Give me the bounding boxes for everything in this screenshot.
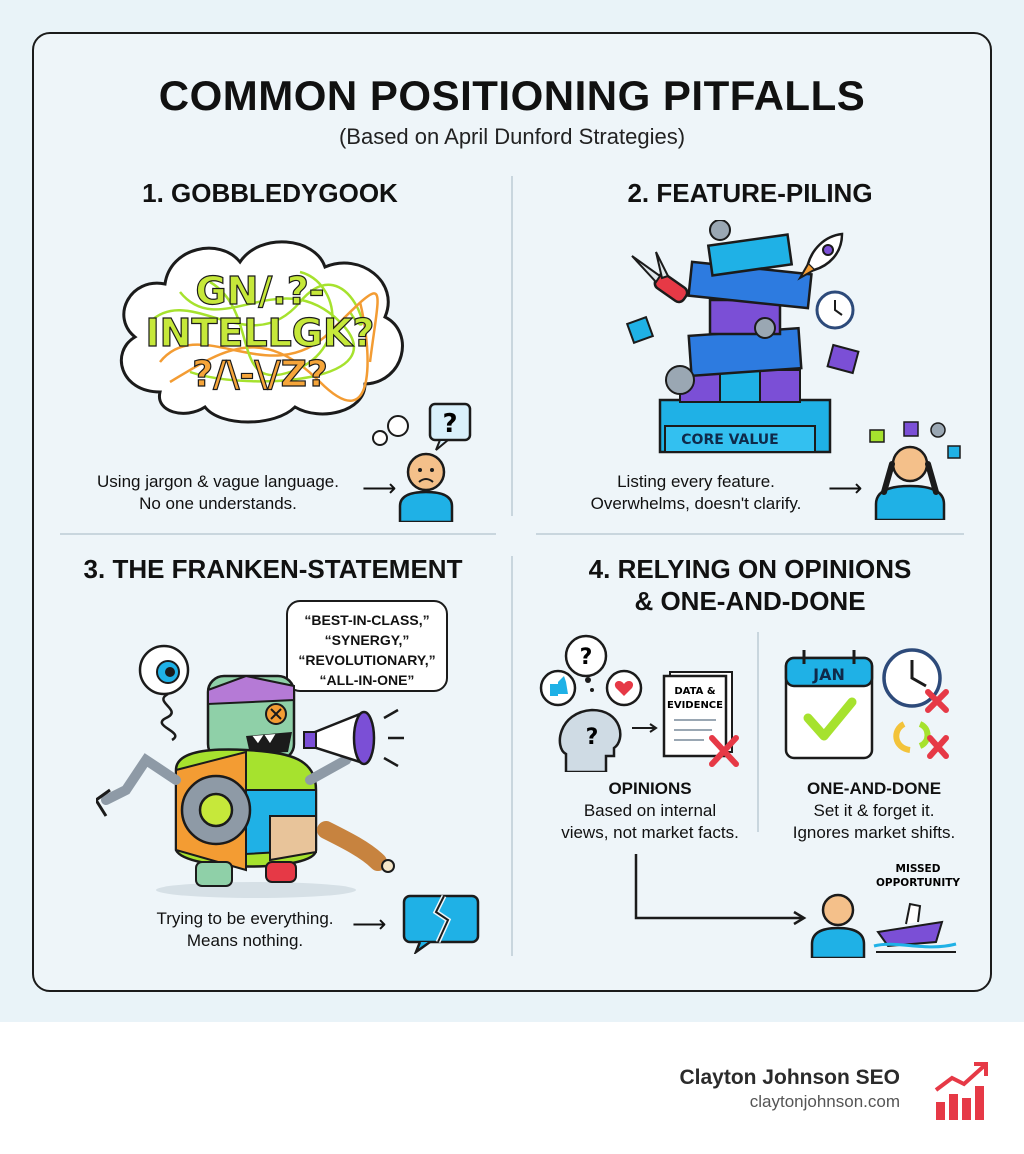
page-subtitle: (Based on April Dunford Strategies) [338,124,686,149]
section-2-caption: Listing every feature. Overwhelms, doesn… [560,471,832,515]
buzzword-line: “BEST-IN-CLASS,” [304,612,430,628]
missed-opportunity-path [634,854,807,926]
broken-message-icon [402,894,480,954]
buzzword-line: “SYNERGY,” [324,632,410,648]
buzzword-line: “ALL-IN-ONE” [319,672,415,688]
cloud-line-2: INTELLGK? [146,311,375,355]
feature-tower-illustration: CORE VALUE [625,220,860,454]
arrow-icon: ⟶ [352,911,387,938]
brand-url[interactable]: claytonjohnson.com [749,1092,900,1111]
horizontal-divider-right [536,533,964,535]
question-icon: ? [586,725,599,750]
heading-line: 4. RELYING ON OPINIONS [588,554,912,584]
caption-line: Using jargon & vague language. [97,472,339,491]
franken-robot-illustration [96,644,395,898]
one-and-done-title: ONE-AND-DONE [806,779,942,798]
jargon-cloud-illustration: GN/.?- INTELLGK? ?/\-\/Z? [119,240,404,424]
caption-line: views, not market facts. [561,823,739,842]
thought-question-mark: ? [442,409,457,439]
opinions-illustration: ? ? DATA & EVIDENCE [539,634,739,772]
caption-line: Overwhelms, doesn't clarify. [590,494,802,513]
confused-person-illustration: ? [372,402,472,522]
caption-line: Trying to be everything. [156,909,334,928]
doc-label-line: DATA & [674,686,716,697]
caption-line: Means nothing. [186,931,304,950]
opinions-title: OPINIONS [608,779,692,798]
caption-line: Based on internal [583,801,717,820]
doc-label-line: EVIDENCE [667,700,723,711]
heading-line: & ONE-AND-DONE [634,586,866,616]
opinions-block: OPINIONS Based on internal views, not ma… [540,778,760,844]
rocket-icon [797,232,844,281]
section-3-heading: 3. THE FRANKEN-STATEMENT [83,554,463,584]
caption-line: Set it & forget it. [813,801,935,820]
section-1-caption: Using jargon & vague language. No one un… [76,471,360,515]
section-1-heading: 1. GOBBLEDYGOOK [142,178,398,208]
question-icon: ? [580,645,593,670]
calendar-month: JAN [812,665,845,684]
swiss-knife-icon [631,251,689,304]
megaphone-icon [303,708,404,768]
missed-label-line: MISSED [896,863,941,875]
caption-line: Ignores market shifts. [792,823,956,842]
missed-opportunity-illustration: MISSED OPPORTUNITY [810,863,960,958]
page-title: COMMON POSITIONING PITFALLS [158,72,866,119]
buzzword-line: “REVOLUTIONARY,” [298,652,436,668]
section-4-heading: 4. RELYING ON OPINIONS & ONE-AND-DONE [530,553,970,617]
arrow-icon: ⟶ [362,475,397,502]
section-4-inner-divider [757,632,759,832]
overwhelmed-person-illustration [869,421,961,520]
caption-line: No one understands. [139,494,297,513]
growth-chart-logo-icon [934,1062,988,1120]
horizontal-divider-left [60,533,496,535]
cloud-line-3: ?/\-\/Z? [192,354,327,395]
buzzword-speech-bubble: “BEST-IN-CLASS,” “SYNERGY,” “REVOLUTIONA… [286,600,448,692]
one-and-done-block: ONE-AND-DONE Set it & forget it. Ignores… [764,778,984,844]
section-2-heading: 2. FEATURE-PILING [627,178,873,208]
cloud-line-1: GN/.?- [195,269,324,313]
vertical-divider-top [511,176,513,516]
brand-name: Clayton Johnson SEO [679,1066,900,1089]
calendar-clock-illustration: JAN [784,648,949,760]
caption-line: Listing every feature. [617,472,775,491]
missed-label-line: OPPORTUNITY [876,877,960,889]
section-3-caption: Trying to be everything. Means nothing. [120,908,370,952]
arrow-icon: ⟶ [828,475,863,502]
vertical-divider-bottom [511,556,513,956]
core-value-label: CORE VALUE [681,432,778,448]
